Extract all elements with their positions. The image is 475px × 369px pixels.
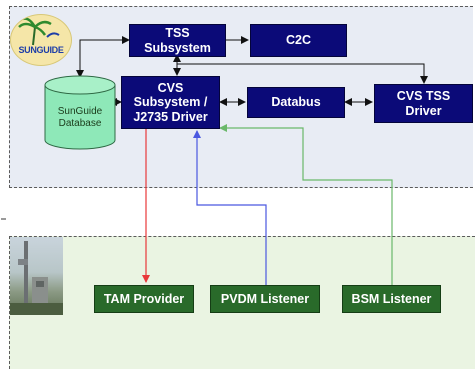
bsm-connector xyxy=(219,124,393,285)
db-tss-connector xyxy=(76,36,130,78)
tam-provider-box[interactable]: TAM Provider xyxy=(94,285,194,313)
tss-subsystem-box[interactable]: TSS Subsystem xyxy=(129,24,226,57)
tss-cvstss-connector xyxy=(176,58,428,84)
sunguide-logo: SUNGUIDE xyxy=(10,14,72,66)
logo-text: SUNGUIDE xyxy=(18,45,64,55)
cvs-subsystem-box[interactable]: CVS Subsystem / J2735 Driver xyxy=(121,76,220,129)
tss-subsystem-label: TSS Subsystem xyxy=(144,26,211,55)
database-label: SunGuide Database xyxy=(57,106,103,129)
c2c-box[interactable]: C2C xyxy=(250,24,347,57)
pvdm-listener-box[interactable]: PVDM Listener xyxy=(210,285,320,313)
cvs-tss-driver-box[interactable]: CVS TSS Driver xyxy=(374,84,473,123)
palm-tree-icon xyxy=(18,17,60,46)
database-cylinder xyxy=(44,75,116,150)
tam-provider-label: TAM Provider xyxy=(103,291,185,306)
field-equipment-photo xyxy=(10,237,63,315)
side-mark xyxy=(1,218,6,220)
databus-box[interactable]: Databus xyxy=(247,87,345,118)
databus-label: Databus xyxy=(271,95,321,110)
cvs-subsystem-label: CVS Subsystem / J2735 Driver xyxy=(133,80,208,124)
cvs-tss-driver-label: CVS TSS Driver xyxy=(396,89,451,118)
c2c-label: C2C xyxy=(285,33,311,48)
pvdm-connector xyxy=(193,130,267,285)
bsm-listener-label: BSM Listener xyxy=(351,291,432,306)
pvdm-listener-label: PVDM Listener xyxy=(220,291,310,306)
bsm-listener-box[interactable]: BSM Listener xyxy=(342,285,441,313)
